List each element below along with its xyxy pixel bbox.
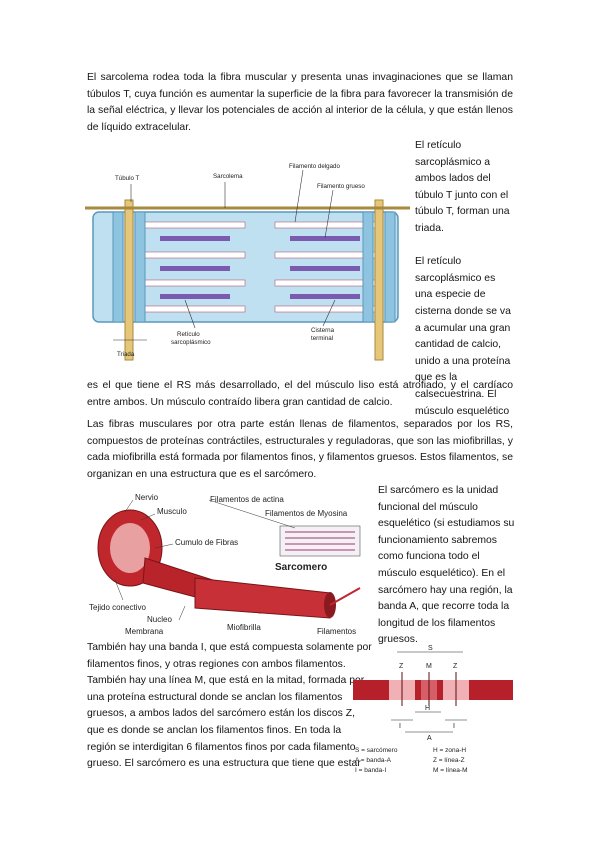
label-tejido-conectivo: Tejido conectivo <box>89 603 146 612</box>
cisterna-left-2 <box>134 211 146 323</box>
label-z-right: Z <box>453 663 458 670</box>
figure-sarcomere-bands: S Z M Z H I A I S = sarcómero H = zona-H… <box>353 645 513 774</box>
paragraph-sarcolema: El sarcolema rodea toda la fibra muscula… <box>87 72 513 133</box>
legend-z: Z = línea-Z <box>433 757 465 764</box>
label-m: M <box>426 663 432 670</box>
label-filamentos-miosina: Filamentos de Myosina <box>265 509 348 518</box>
label-a: A <box>427 735 432 742</box>
sarcomere-inset <box>279 525 361 557</box>
paragraph-banda-i: También hay una banda I, que está compue… <box>87 642 372 770</box>
label-sarcolema: Sarcolema <box>213 173 243 180</box>
muscle-inner <box>110 523 150 573</box>
label-z-left: Z <box>399 663 404 670</box>
paragraph-rs: es el que tiene el RS más desarrollado, … <box>87 380 513 408</box>
label-i-right: I <box>453 723 455 730</box>
legend-m: M = línea-M <box>433 767 468 774</box>
label-nucleo: Nucleo <box>147 615 172 624</box>
myofibril <box>194 577 331 619</box>
label-reticulo-1: Retículo <box>177 331 200 338</box>
label-membrana: Membrana <box>125 627 164 636</box>
label-tubulo-t: Túbulo T <box>115 175 140 182</box>
label-filamentos-actina: Filamentos de actina <box>210 495 284 504</box>
side-column-1: El retículo sarcoplásmico a ambos lados … <box>415 138 515 420</box>
sarcomere-lines <box>285 531 355 551</box>
tubulo-t-right <box>374 199 384 361</box>
leader-lines <box>113 169 336 341</box>
cisterna-right-2 <box>384 211 396 323</box>
band-lines <box>401 672 457 706</box>
label-filamento-grueso: Filamento grueso <box>317 183 365 190</box>
legend-h: H = zona-H <box>433 747 466 754</box>
label-reticulo-2: sarcoplásmico <box>171 339 211 346</box>
legend-i: I = banda-I <box>355 767 386 774</box>
tubulo-t-left <box>124 199 134 361</box>
paragraph-triada: El retículo sarcoplásmico a ambos lados … <box>415 140 510 234</box>
legend-a: A = banda-A <box>355 757 392 764</box>
label-filamentos: Filamentos <box>317 627 356 636</box>
paragraph-fibras: Las fibras musculares por otra parte est… <box>87 419 513 480</box>
paragraph-sarcomero: El sarcómero es la unidad funcional del … <box>378 485 515 646</box>
legend-s: S = sarcómero <box>355 747 398 754</box>
figure-triada-diagram: Túbulo T Sarcolema Filamento delgado Fil… <box>85 163 410 361</box>
label-s: S <box>428 645 433 652</box>
label-sarcomero: Sarcomero <box>275 562 327 573</box>
label-cisterna-2: terminal <box>311 335 333 342</box>
label-cisterna-1: Cisterna <box>311 327 335 334</box>
label-i-left: I <box>399 723 401 730</box>
label-musculo: Musculo <box>157 507 187 516</box>
label-miofibrilla: Miofibrilla <box>227 623 261 632</box>
figure-muscle-anatomy: Nervio Musculo Cumulo de Fibras Filament… <box>89 493 361 636</box>
fig2-leader-lines <box>114 499 296 621</box>
cisterna-left <box>112 211 124 323</box>
label-filamento-delgado: Filamento delgado <box>289 163 340 170</box>
label-triada: Triada <box>117 351 135 358</box>
fig3-arrows <box>391 651 467 733</box>
label-h: H <box>425 705 430 712</box>
cisterna-right <box>362 211 374 323</box>
label-cumulo-fibras: Cumulo de Fibras <box>175 538 238 547</box>
label-nervio: Nervio <box>135 493 159 502</box>
filament-strand <box>329 587 361 606</box>
paragraph-cisterna: El retículo sarcoplásmico es una especie… <box>415 256 511 417</box>
filament-stripes <box>144 221 376 313</box>
